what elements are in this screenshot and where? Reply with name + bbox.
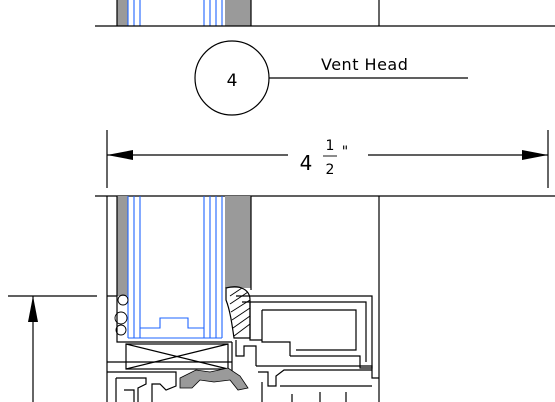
detail-callout: 4 Vent Head xyxy=(194,40,468,116)
weatherstrip xyxy=(179,367,249,391)
glazing-bead-fill xyxy=(225,196,251,288)
callout-number: 4 xyxy=(227,71,238,91)
dimension-denominator: 2 xyxy=(326,162,335,178)
vent-sash-profile xyxy=(231,295,379,379)
glazing-gasket-left xyxy=(117,196,128,296)
dimension-height xyxy=(8,295,97,402)
lower-section xyxy=(8,195,555,402)
dimension-width: 4 1 2 " xyxy=(106,130,549,188)
frame-bottom-profile xyxy=(107,369,372,402)
dimension-numerator: 1 xyxy=(326,138,335,154)
detail-title: Vent Head xyxy=(321,55,408,74)
upper-glazing-section xyxy=(95,0,555,27)
dimension-unit: " xyxy=(342,144,348,160)
setting-block xyxy=(125,343,229,370)
frame-left-profile xyxy=(106,196,232,402)
arrowhead-left xyxy=(107,150,133,160)
arrowhead-up xyxy=(28,296,38,322)
glass-panes xyxy=(127,196,223,339)
arrowhead-right xyxy=(522,150,548,160)
glazing-bead-hatched xyxy=(225,286,251,339)
dimension-whole: 4 xyxy=(300,151,313,175)
